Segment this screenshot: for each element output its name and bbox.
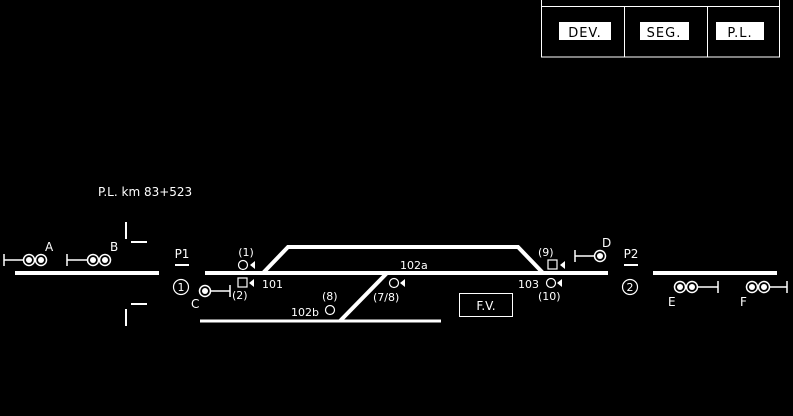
point-1-number: 1	[178, 281, 185, 294]
lever-8-indicator[interactable]	[324, 304, 336, 316]
legend-seg-label: SEG.	[647, 26, 682, 41]
lever-2-label: (2)	[232, 289, 248, 302]
lever-78-indicator[interactable]	[388, 277, 400, 289]
signal-e-lamp-2	[685, 280, 699, 294]
signal-e-label: E	[668, 295, 676, 309]
signal-a-label: A	[45, 240, 54, 254]
legend-cell-dev	[559, 22, 611, 40]
legend-cell-seg	[640, 22, 689, 40]
point-1-marker[interactable]	[172, 278, 190, 296]
lever-8-label: (8)	[322, 290, 338, 303]
lever-78-label: (7/8)	[373, 291, 399, 304]
signal-f-lamp-2	[757, 280, 771, 294]
lever-1-indicator[interactable]	[237, 259, 249, 271]
track-102a-label: 102a	[400, 259, 428, 272]
point-2-number: 2	[627, 281, 634, 294]
crossing-label: P.L. km 83+523	[98, 185, 192, 199]
lever-2-indicator[interactable]	[237, 277, 248, 288]
signal-a[interactable]	[3, 253, 48, 267]
legend-table: DEV. SEG. P.L.	[541, 0, 780, 58]
signal-e[interactable]	[673, 280, 719, 294]
lever-9-indicator[interactable]	[547, 259, 558, 270]
point-p2-label: P2	[624, 247, 639, 261]
track-103-label: 103	[518, 278, 539, 291]
legend-pl-label: P.L.	[727, 26, 752, 41]
loop-track-102a	[261, 245, 545, 275]
point-2-marker[interactable]	[621, 278, 639, 296]
signal-b-lamp-2	[98, 253, 112, 267]
signal-a-lamp-1	[22, 253, 36, 267]
lever-10-indicator[interactable]	[545, 277, 557, 289]
lever-10-arrow-icon	[557, 279, 562, 287]
legend-dev-label: DEV.	[568, 26, 602, 41]
signal-d-label: D	[602, 236, 611, 250]
point-p1-label: P1	[175, 247, 190, 261]
track-102b-label: 102b	[291, 306, 319, 319]
legend-cell-pl	[716, 22, 764, 40]
lever-9-label: (9)	[538, 246, 554, 259]
signal-f-lamp-1	[745, 280, 759, 294]
signal-f[interactable]	[745, 280, 788, 294]
signal-f-label: F	[740, 295, 747, 309]
signal-b-label: B	[110, 240, 118, 254]
signal-b[interactable]	[66, 253, 112, 267]
signal-e-lamp-1	[673, 280, 687, 294]
track-101-label: 101	[262, 278, 283, 291]
lever-9-arrow-icon	[560, 261, 565, 269]
lever-1-arrow-icon	[250, 261, 255, 269]
lever-10-label: (10)	[538, 290, 561, 303]
signal-d[interactable]	[574, 249, 607, 263]
lever-2-arrow-icon	[249, 279, 254, 287]
signal-a-lamp-2	[34, 253, 48, 267]
crossing-barrier-marks	[125, 222, 147, 326]
lever-78-arrow-icon	[400, 279, 405, 287]
legend-frame	[541, 0, 780, 58]
signal-d-lamp	[593, 249, 607, 263]
signal-c[interactable]	[198, 284, 231, 298]
fv-box	[459, 293, 513, 317]
signal-b-lamp-1	[86, 253, 100, 267]
lever-1-label: (1)	[238, 246, 254, 259]
siding-track-102b	[200, 271, 441, 323]
signal-c-label: C	[191, 297, 199, 311]
fv-label: F.V.	[476, 299, 495, 313]
signal-c-lamp	[198, 284, 212, 298]
